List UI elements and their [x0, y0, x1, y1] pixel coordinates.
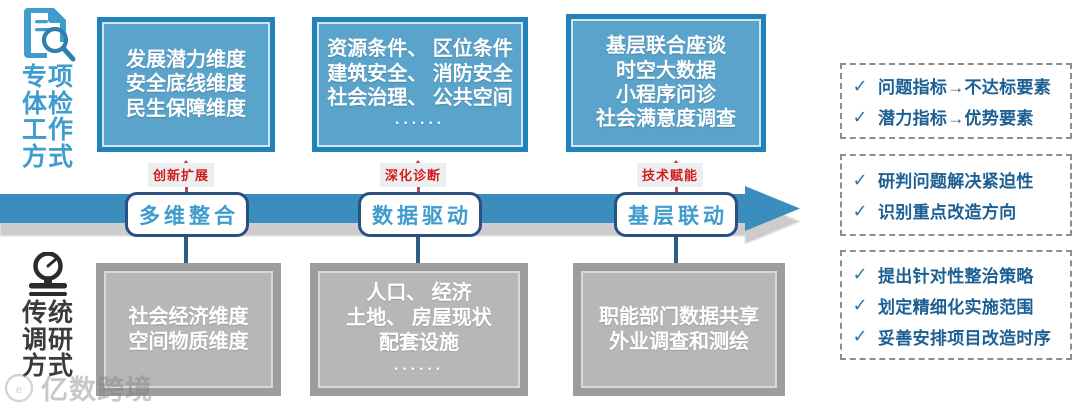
- card-line: 基层联合座谈: [606, 35, 726, 58]
- outcome-row: ✓ 提出针对性整治策略: [852, 259, 1060, 290]
- card-line: 人口、 经济: [366, 282, 472, 304]
- bottom-card-population-land[interactable]: 人口、 经济 土地、 房屋现状 配套设施 ······: [310, 263, 528, 396]
- card-line: 配套设施: [379, 332, 459, 354]
- card-ellipsis: ······: [394, 361, 444, 378]
- outcome-row: ✓ 潜力指标→优势要素: [852, 101, 1060, 132]
- outcome-row: ✓ 问题指标→不达标要素: [852, 70, 1060, 101]
- outcome-panel-judgement[interactable]: ✓ 研判问题解决紧迫性 ✓ 识别重点改造方向: [840, 154, 1072, 236]
- check-icon: ✓: [852, 295, 868, 315]
- card-line: 土地、 房屋现状: [346, 307, 492, 329]
- rail-bottom-label: 传统 调研 方式: [21, 299, 74, 380]
- card-ellipsis: ······: [395, 114, 445, 132]
- outcome-row: ✓ 妥善安排项目改造时序: [852, 321, 1060, 352]
- check-icon: ✓: [852, 326, 868, 346]
- card-line: 空间物质维度: [128, 330, 249, 353]
- card-line: 民生保障维度: [126, 97, 246, 120]
- outcome-panel-strategy[interactable]: ✓ 提出针对性整治策略 ✓ 划定精细化实施范围 ✓ 妥善安排项目改造时序: [840, 250, 1072, 360]
- red-label-tech-empower: 技术赋能: [637, 163, 704, 187]
- outcome-row: ✓ 划定精细化实施范围: [852, 290, 1060, 321]
- document-search-icon: [24, 8, 76, 62]
- card-line: 社会治理、 公共空间: [327, 87, 513, 110]
- red-label-innovation: 创新扩展: [148, 163, 215, 187]
- outcome-text: 问题指标→不达标要素: [878, 78, 1051, 97]
- bottom-card-department-data[interactable]: 职能部门数据共享 外业调查和测绘: [573, 263, 785, 396]
- check-icon: ✓: [852, 264, 868, 284]
- red-arrow-stem: [674, 169, 678, 213]
- stage-pill-grassroots-linkage[interactable]: 基层联动: [614, 192, 738, 237]
- outcome-text: 潜力指标→优势要素: [878, 109, 1034, 128]
- card-line: 建筑安全、 消防安全: [327, 62, 513, 85]
- blue-connector-stem: [184, 233, 188, 267]
- gauge-stamp-icon: [29, 252, 67, 296]
- card-line: 发展潜力维度: [126, 48, 246, 71]
- outcome-text: 提出针对性整治策略: [878, 266, 1034, 286]
- outcome-text: 研判问题解决紧迫性: [878, 172, 1034, 191]
- card-line: 资源条件、 区位条件: [327, 38, 513, 61]
- blue-connector-stem: [674, 233, 678, 267]
- top-card-dimensions[interactable]: 发展潜力维度 安全底线维度 民生保障维度: [97, 17, 275, 152]
- card-line: 安全底线维度: [126, 73, 246, 96]
- card-line: 社会经济维度: [128, 305, 249, 328]
- check-icon: ✓: [852, 106, 868, 127]
- rail-traditional-survey: 传统 调研 方式: [2, 252, 94, 380]
- top-card-methods[interactable]: 基层联合座谈 时空大数据 小程序问诊 社会满意度调查: [566, 14, 766, 152]
- red-arrow-stem: [416, 169, 420, 213]
- outcome-row: ✓ 研判问题解决紧迫性: [852, 164, 1060, 195]
- card-line: 时空大数据: [616, 59, 716, 82]
- rail-top-label: 专项 体检 工作 方式: [21, 63, 74, 171]
- card-line: 外业调查和测绘: [609, 330, 749, 353]
- card-line: 小程序问诊: [616, 84, 716, 106]
- red-label-deep-diagnosis: 深化诊断: [380, 163, 447, 187]
- check-icon: ✓: [852, 169, 868, 190]
- top-card-conditions[interactable]: 资源条件、 区位条件 建筑安全、 消防安全 社会治理、 公共空间 ······: [312, 17, 528, 152]
- stage-pill-multidim-integration[interactable]: 多维整合: [125, 192, 249, 237]
- check-icon: ✓: [852, 75, 868, 96]
- bottom-card-socioeconomic[interactable]: 社会经济维度 空间物质维度: [96, 263, 281, 396]
- svg-text:e: e: [16, 384, 22, 396]
- outcome-text: 妥善安排项目改造时序: [878, 328, 1051, 348]
- outcome-text: 识别重点改造方向: [878, 203, 1017, 222]
- check-icon: ✓: [852, 200, 868, 221]
- stage-pill-data-driven[interactable]: 数据驱动: [358, 192, 482, 237]
- rail-special-inspection: 专项 体检 工作 方式: [2, 4, 94, 170]
- red-arrow-stem: [184, 169, 188, 213]
- outcome-row: ✓ 识别重点改造方向: [852, 195, 1060, 226]
- blue-connector-stem: [416, 233, 420, 267]
- card-line: 社会满意度调查: [596, 108, 736, 131]
- outcome-text: 划定精细化实施范围: [878, 297, 1034, 317]
- card-line: 职能部门数据共享: [599, 305, 759, 328]
- outcome-panel-indicators[interactable]: ✓ 问题指标→不达标要素 ✓ 潜力指标→优势要素: [840, 63, 1072, 139]
